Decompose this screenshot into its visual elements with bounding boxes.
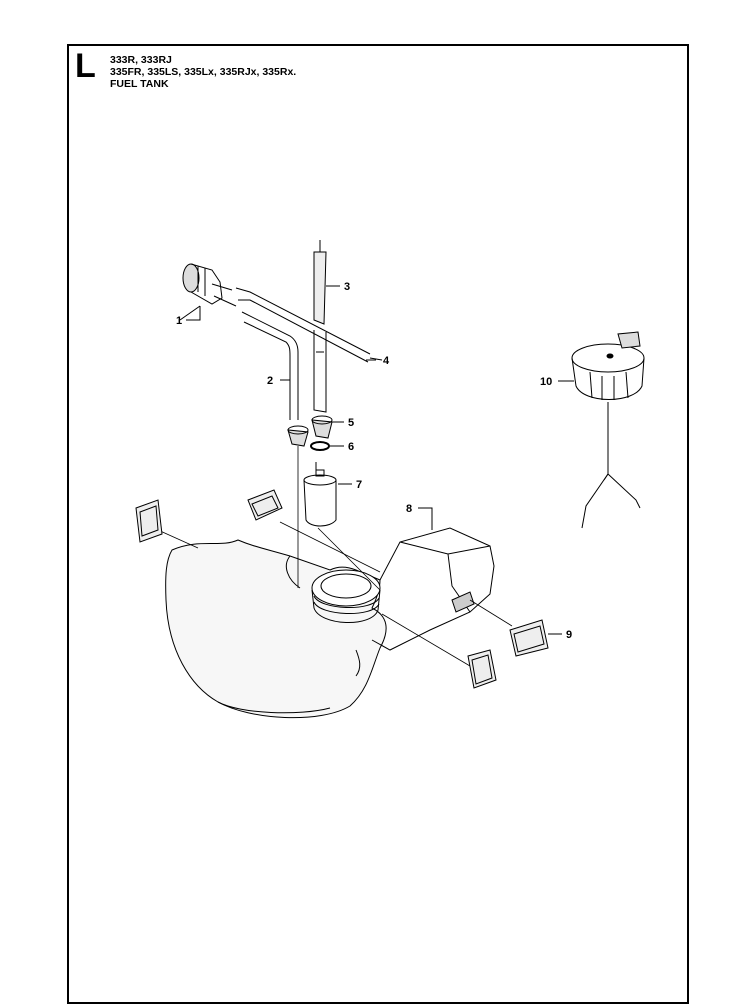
part-4-hose [235,287,383,420]
callout-8: 8 [406,503,412,515]
part-1-primer [179,263,237,321]
part-3-hose [313,240,327,413]
part-9-boots [135,489,549,689]
callout-7: 7 [356,479,362,491]
section-letter: L [75,47,96,85]
callout-9: 9 [566,629,572,641]
callout-2: 2 [267,375,273,387]
callout-numbers: 1 2 3 4 5 6 7 8 9 10 [176,281,572,641]
callout-4: 4 [383,355,390,367]
callout-6: 6 [348,441,354,453]
part-6-o-ring [310,441,330,451]
part-5-grommets [287,415,333,447]
page-frame [67,44,689,1004]
callout-10: 10 [540,376,552,388]
diagram-title: FUEL TANK [110,78,169,90]
filler-neck-illustration [311,569,381,623]
callout-3: 3 [344,281,350,293]
assembly-lines [157,446,513,667]
callout-1: 1 [176,315,182,327]
part-10-fuel-cap [571,331,645,529]
models-line-2: 335FR, 335LS, 335Lx, 335RJx, 335Rx. [110,66,297,78]
part-7-fuel-filter [303,462,337,527]
fuel-tank-illustration [165,527,495,719]
callout-leaders [186,285,574,635]
models-line-1: 333R, 333RJ [110,54,172,66]
callout-5: 5 [348,417,354,429]
